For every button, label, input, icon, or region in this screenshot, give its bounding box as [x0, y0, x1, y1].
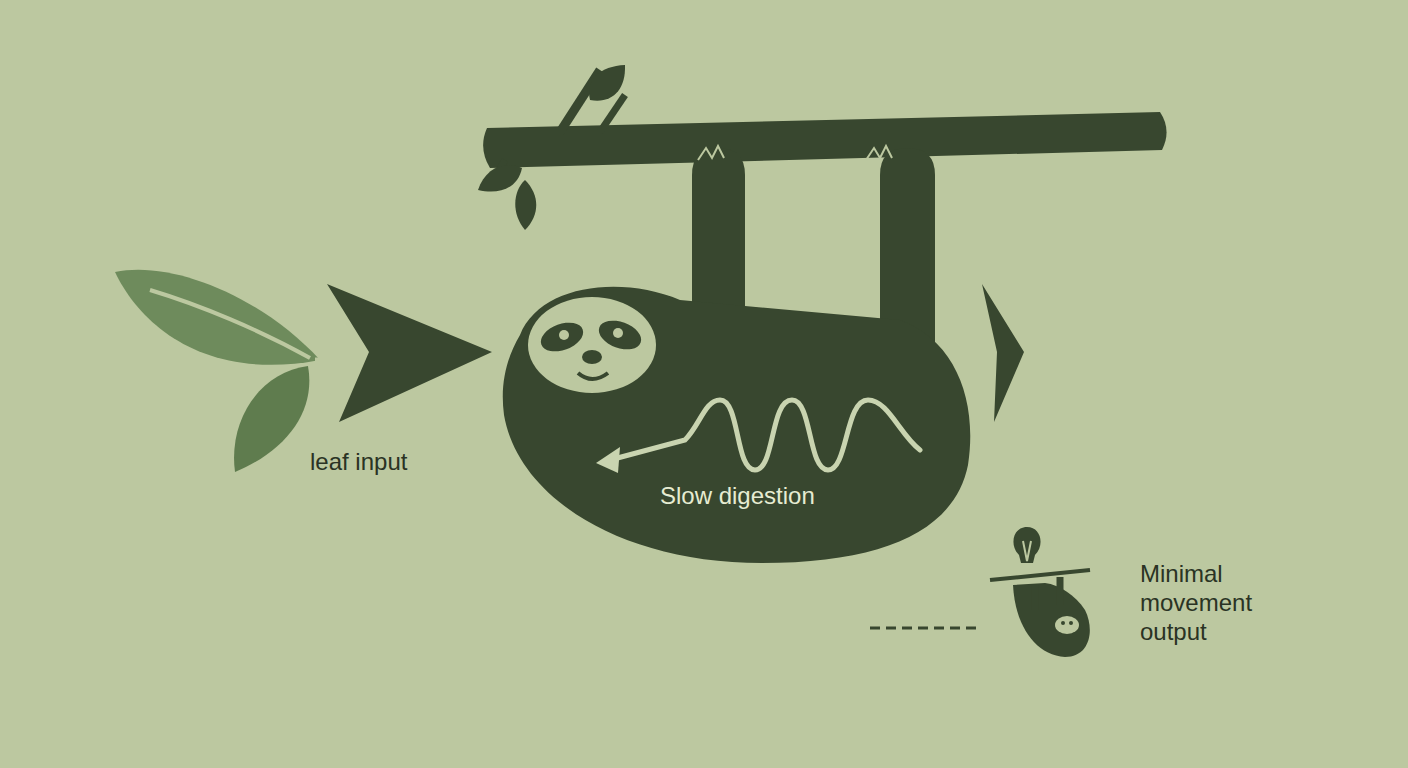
small-sloth-node: Minimal movement output: [1005, 515, 1100, 660]
node-shape: [1005, 515, 1100, 660]
sloth-body-node: Slow digestion: [500, 275, 980, 565]
node-shape: [110, 260, 325, 480]
leaf-node: leaf input: [110, 260, 325, 480]
node-label: Slow digestion: [660, 482, 815, 511]
dashed-rule: [870, 627, 980, 630]
node-label: leaf input: [310, 448, 407, 477]
node-shape: [500, 275, 980, 565]
chevron-arrow: [327, 284, 492, 422]
dashed-arrow: [982, 284, 1024, 422]
node-label: Minimal movement output: [1140, 560, 1315, 646]
branch: [478, 65, 1167, 230]
